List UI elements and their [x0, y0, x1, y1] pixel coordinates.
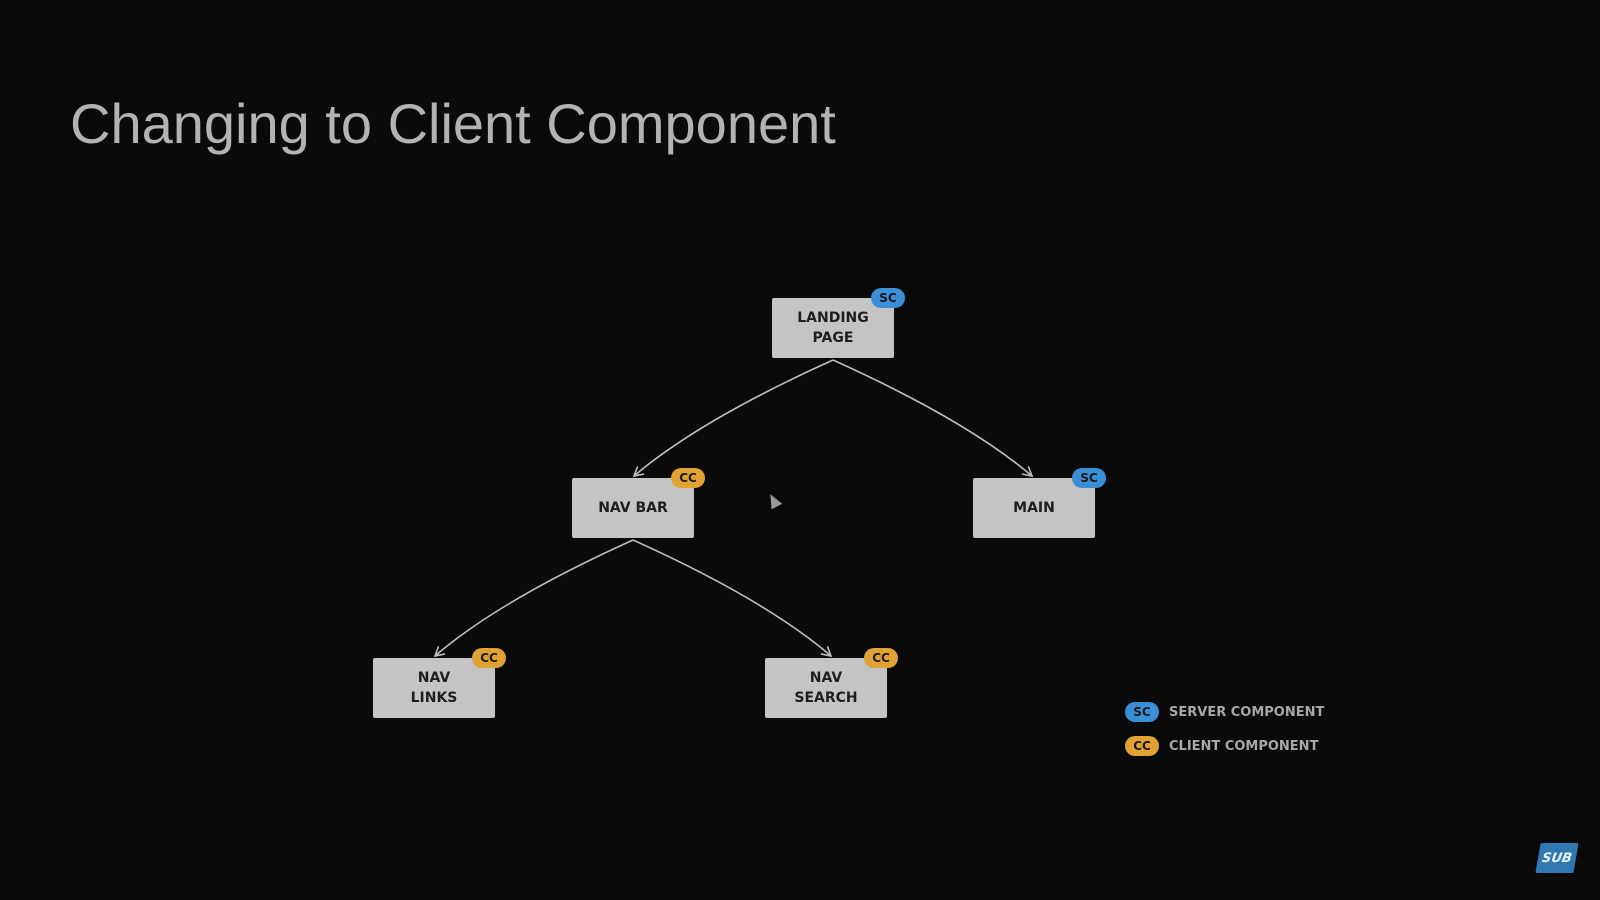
- client-component-badge: CC: [864, 648, 898, 668]
- server-component-badge: SC: [1072, 468, 1106, 488]
- edge-nav-bar-to-nav-search: [632, 539, 833, 658]
- client-component-badge: CC: [472, 648, 506, 668]
- node-label: NAV LINKS: [410, 670, 458, 706]
- edge-nav-bar-to-nav-links: [433, 539, 634, 658]
- legend-item-client: CC CLIENT COMPONENT: [1125, 736, 1318, 756]
- node-label: NAV SEARCH: [794, 670, 858, 706]
- node-label: LANDING PAGE: [797, 310, 869, 346]
- edge-landing-page-to-main: [832, 359, 1034, 478]
- sub-logo-text: SUB: [1540, 850, 1574, 866]
- client-component-badge: CC: [1125, 736, 1159, 756]
- node-nav-search: NAV SEARCH CC: [765, 648, 898, 718]
- legend-label: CLIENT COMPONENT: [1169, 738, 1319, 754]
- node-landing-page: LANDING PAGE SC: [772, 288, 905, 358]
- legend-label: SERVER COMPONENT: [1169, 704, 1325, 720]
- sub-logo: SUB: [1535, 843, 1579, 873]
- server-component-badge: SC: [871, 288, 905, 308]
- node-label: MAIN: [1013, 500, 1055, 516]
- legend-item-server: SC SERVER COMPONENT: [1125, 702, 1324, 722]
- node-label: NAV BAR: [598, 500, 668, 516]
- node-nav-bar: NAV BAR CC: [572, 468, 705, 538]
- client-component-badge: CC: [671, 468, 705, 488]
- server-component-badge: SC: [1125, 702, 1159, 722]
- node-nav-links: NAV LINKS CC: [373, 648, 506, 718]
- slide-title: Changing to Client Component: [70, 92, 836, 155]
- edge-landing-page-to-nav-bar: [632, 359, 834, 478]
- node-main: MAIN SC: [973, 468, 1106, 538]
